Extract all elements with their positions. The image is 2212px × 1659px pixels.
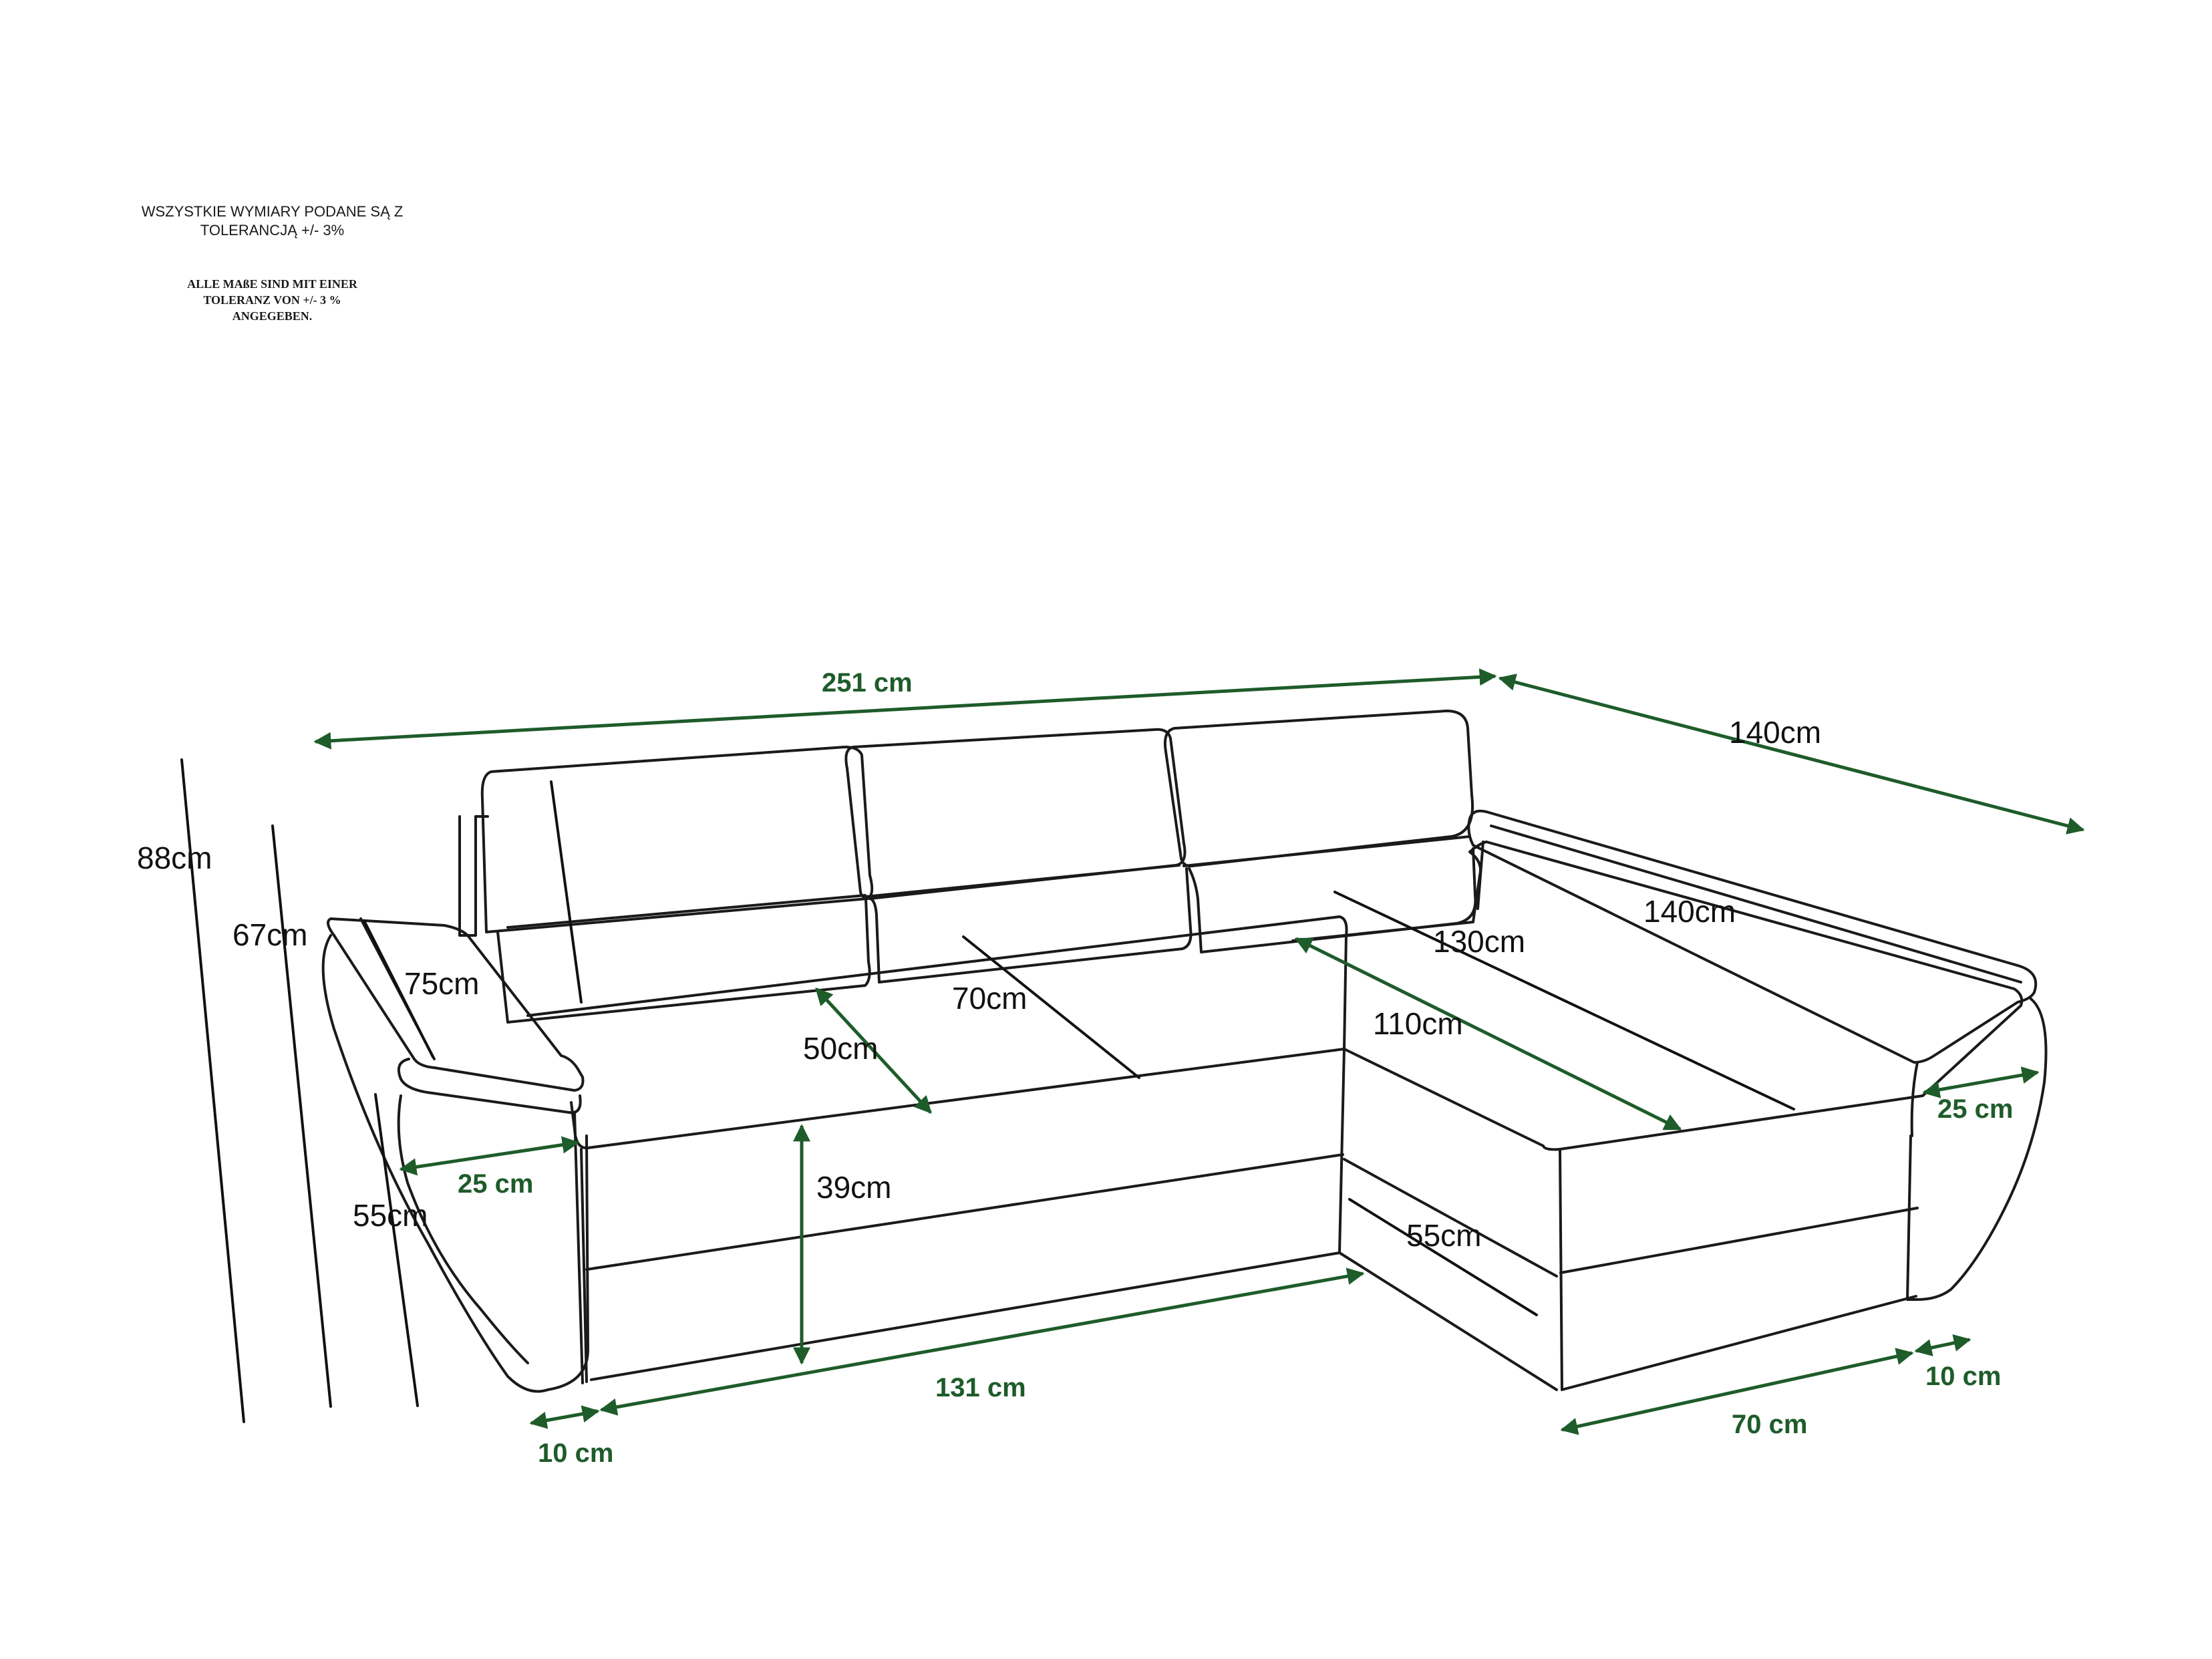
arrow-10-right bbox=[1914, 1334, 1971, 1356]
chaise-cushion-line bbox=[1476, 841, 1484, 910]
right-armrest-top bbox=[1467, 809, 2038, 1064]
label-chaise-seat-length: 130cm bbox=[1433, 924, 1525, 959]
tolerance-note-german-line-1: ALLE MAßE SIND MIT EINER bbox=[187, 277, 357, 291]
sofa-outline bbox=[321, 710, 2048, 1393]
label-seat-depth: 50cm bbox=[803, 1031, 878, 1066]
label-chaise-length-inner: 140cm bbox=[1643, 894, 1736, 929]
tolerance-note-german-line-3: ANGEGEBEN. bbox=[232, 309, 313, 323]
main-seat-bottom bbox=[590, 1251, 1341, 1381]
green-dimension-labels: 251 cm 25 cm 131 cm 10 cm 70 cm 10 cm 25… bbox=[458, 668, 2013, 1468]
height-55-line bbox=[374, 1093, 419, 1407]
back-cushion-3 bbox=[1163, 710, 1474, 868]
main-seat-corner bbox=[1338, 1048, 1346, 1254]
back-cushion-2 bbox=[844, 728, 1187, 900]
lower-back-cushion-1 bbox=[496, 897, 871, 1024]
black-dimension-labels: 88cm 67cm 75cm 55cm 50cm 70cm 39cm 110cm… bbox=[137, 715, 1821, 1253]
arrow-50 bbox=[815, 988, 932, 1114]
label-chaise-seat-depth: 110cm bbox=[1373, 1006, 1463, 1041]
back-cushion-1-seam bbox=[506, 894, 866, 929]
arrow-131 bbox=[599, 1267, 1365, 1416]
chaise-55-line bbox=[1348, 1198, 1538, 1316]
tolerance-note-polish-line-2: TOLERANCJĄ +/- 3% bbox=[200, 222, 345, 239]
lower-back-cushion-2 bbox=[864, 867, 1193, 984]
chaise-side-face bbox=[1343, 1158, 1558, 1277]
back-cushion-2-seam bbox=[864, 864, 1180, 898]
black-measure-lines bbox=[180, 758, 1795, 1423]
label-armrest-length: 75cm bbox=[404, 966, 479, 1001]
arrow-25-left bbox=[399, 1136, 580, 1176]
main-seat-top bbox=[526, 915, 1348, 1150]
tolerance-note-german: ALLE MAßE SIND MIT EINER TOLERANZ VON +/… bbox=[107, 276, 438, 324]
arrow-140-top bbox=[1498, 673, 2085, 835]
back-cushion-3-seam bbox=[1182, 835, 1471, 867]
label-chaise-front-width: 70 cm bbox=[1732, 1410, 1807, 1439]
backrest-inner-line bbox=[550, 780, 583, 1004]
label-total-height: 88cm bbox=[137, 841, 212, 875]
main-seat-front-seam bbox=[585, 1153, 1344, 1271]
sofa-back-left-edge bbox=[458, 815, 489, 937]
right-armrest-top-line bbox=[1490, 824, 2022, 984]
left-armrest-top bbox=[327, 917, 585, 1092]
arrow-70-chaise bbox=[1560, 1348, 1914, 1435]
height-88-line bbox=[180, 758, 245, 1423]
right-armrest-inner-curve bbox=[1910, 1061, 1919, 1137]
label-seat-front-width: 131 cm bbox=[935, 1373, 1026, 1402]
label-left-armrest-width: 25 cm bbox=[458, 1169, 533, 1199]
green-dimension-arrows bbox=[313, 668, 2085, 1435]
main-seat-side bbox=[580, 1148, 588, 1383]
right-armrest-end bbox=[1906, 998, 2048, 1301]
seat-70-line bbox=[962, 935, 1140, 1079]
label-armrest-height: 67cm bbox=[232, 917, 307, 952]
label-chaise-front-height: 55cm bbox=[1406, 1218, 1481, 1253]
tolerance-note-polish: WSZYSTKIE WYMIARY PODANE SĄ Z TOLERANCJĄ… bbox=[80, 202, 464, 240]
left-armrest-front-panel bbox=[398, 1058, 582, 1114]
chaise-front-face bbox=[1559, 1148, 1917, 1391]
tolerance-note-german-line-2: TOLERANZ VON +/- 3 % bbox=[203, 293, 341, 307]
label-seat-height: 39cm bbox=[816, 1170, 891, 1205]
label-right-foot: 10 cm bbox=[1925, 1362, 2001, 1391]
arrow-25-right bbox=[1922, 1066, 2040, 1098]
label-chaise-length-top: 140cm bbox=[1729, 715, 1821, 750]
label-right-armrest-width: 25 cm bbox=[1937, 1094, 2013, 1124]
arrow-251 bbox=[313, 668, 1497, 750]
height-67-line bbox=[271, 824, 332, 1408]
label-left-foot: 10 cm bbox=[538, 1439, 613, 1468]
label-total-width: 251 cm bbox=[822, 668, 913, 698]
left-armrest-outer-body bbox=[321, 934, 589, 1393]
arrow-110 bbox=[1294, 937, 1682, 1131]
arrow-10-left bbox=[529, 1405, 600, 1429]
armrest-75-line bbox=[363, 919, 434, 1058]
chaise-side-bottom bbox=[1338, 1251, 1558, 1391]
chaise-top bbox=[1291, 841, 2024, 1151]
chaise-front-seam bbox=[1559, 1207, 1919, 1274]
tolerance-note-polish-line-1: WSZYSTKIE WYMIARY PODANE SĄ Z bbox=[141, 203, 404, 220]
back-cushion-1 bbox=[480, 746, 874, 933]
label-seat-width-backrest: 70cm bbox=[952, 981, 1027, 1016]
label-armrest-front-height: 55cm bbox=[353, 1198, 428, 1233]
